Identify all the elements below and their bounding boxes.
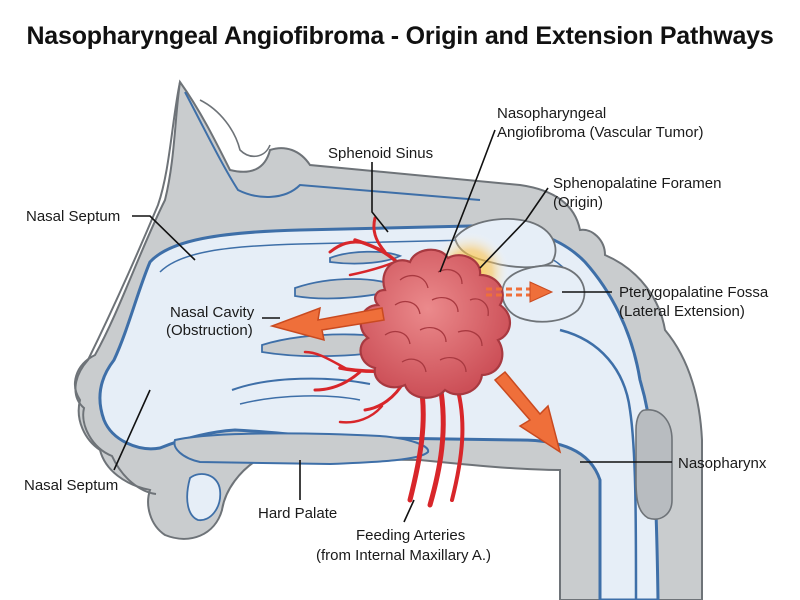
arrow-posterior — [493, 370, 562, 454]
label-tumor-line-1: Nasopharyngeal — [497, 105, 606, 122]
lobule-7 — [419, 327, 447, 343]
pharyngeal-wall — [559, 328, 638, 600]
leader-septum-top — [132, 215, 196, 261]
label-nasal-cavity-line-2: (Obstruction) — [166, 322, 253, 339]
face-profile — [74, 81, 181, 495]
label-arteries-line-2: (from Internal Maxillary A.) — [316, 547, 491, 564]
label-nasal-septum-bottom: Nasal Septum — [24, 477, 118, 494]
lobule-6 — [384, 330, 411, 345]
label-nasopharynx: Nasopharynx — [678, 455, 767, 472]
lobule-9 — [401, 358, 427, 373]
label-foramen-line-2: (Origin) — [553, 194, 603, 211]
lower-turbinate-line-2 — [239, 395, 361, 405]
artery-branch-top-3 — [328, 240, 367, 254]
leader-tumor — [439, 129, 496, 273]
label-tumor-line-2: Angiofibroma (Vascular Tumor) — [497, 124, 703, 141]
label-foramen-line-1: Sphenopalatine Foramen — [553, 175, 721, 192]
lobule-10 — [439, 357, 467, 373]
hard-palate — [173, 432, 429, 466]
diagram-title: Nasopharyngeal Angiofibroma - Origin and… — [26, 22, 774, 50]
label-fossa-line-2: (Lateral Extension) — [619, 303, 745, 320]
artery-branch-left-3 — [303, 350, 347, 370]
artery-trunk-2 — [427, 382, 446, 508]
leader-lines — [113, 129, 672, 523]
frontal-bone-inner — [199, 99, 271, 158]
label-fossa-line-1: Pterygopalatine Fossa — [619, 284, 769, 301]
label-arteries-line-1: Feeding Arteries — [356, 527, 465, 544]
labels: Sphenoid Sinus Nasopharyngeal Angiofibro… — [24, 105, 769, 564]
leader-septum-bottom — [113, 389, 151, 471]
artery-branch-left-2 — [313, 370, 362, 392]
tumor-outline — [359, 248, 511, 399]
label-sphenoid-sinus: Sphenoid Sinus — [328, 145, 433, 162]
lobule-4 — [431, 297, 459, 313]
lobule-1 — [399, 274, 429, 289]
label-hard-palate: Hard Palate — [258, 505, 337, 522]
artery-branch-top-2 — [372, 216, 387, 254]
superior-turbinate — [329, 250, 403, 265]
tumor-mass — [359, 248, 511, 399]
cervical-vertebra — [635, 409, 673, 520]
arrow-lateral — [486, 281, 554, 303]
leader-sphenoid — [371, 162, 389, 233]
lobule-8 — [457, 330, 483, 347]
leader-foramen — [479, 187, 549, 269]
leader-arteries — [403, 499, 415, 523]
extension-arrows — [269, 281, 562, 454]
lobule-5 — [469, 298, 489, 317]
lower-turbinate-line — [231, 377, 371, 391]
nasal-bone-band — [184, 91, 481, 201]
label-nasal-cavity-line-1: Nasal Cavity — [170, 304, 255, 321]
lobule-3 — [394, 300, 421, 315]
artery-branch-left-5 — [338, 404, 384, 424]
upper-lip — [186, 473, 222, 521]
label-nasal-septum-top: Nasal Septum — [26, 208, 120, 225]
arrow-anterior — [269, 306, 385, 342]
